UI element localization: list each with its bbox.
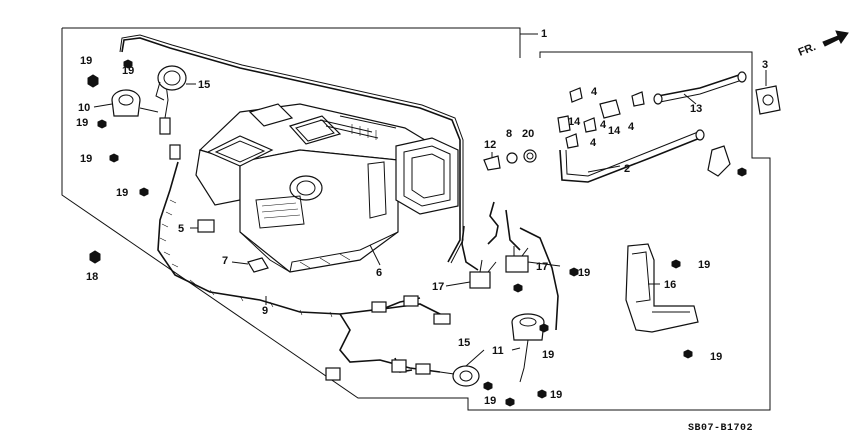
diagram-code: SB07-B1702 bbox=[688, 423, 753, 434]
vacuum-motor-10 bbox=[111, 89, 159, 117]
screw-icon bbox=[139, 187, 149, 197]
screw-icon bbox=[483, 381, 493, 391]
control-motor-15-upper bbox=[155, 65, 187, 101]
vacuum-hose-middle bbox=[487, 201, 559, 331]
callout-19c: 19 bbox=[76, 117, 88, 129]
bracket-right bbox=[707, 145, 731, 177]
callout-5: 5 bbox=[178, 223, 184, 235]
duct-16 bbox=[625, 243, 699, 333]
screw-icon bbox=[569, 267, 579, 277]
callout-1: 1 bbox=[541, 28, 547, 40]
callout-19e: 19 bbox=[116, 187, 128, 199]
callout-3: 3 bbox=[762, 59, 768, 71]
screw-icon bbox=[97, 119, 107, 129]
vacuum-motor-11 bbox=[511, 313, 545, 383]
callout-20: 20 bbox=[522, 128, 534, 140]
front-arrow-icon bbox=[822, 30, 849, 47]
callout-14a: 14 bbox=[568, 116, 581, 128]
screw-icon bbox=[683, 349, 693, 359]
callout-4d: 4 bbox=[628, 121, 635, 133]
solenoid-valve-17-right bbox=[505, 246, 529, 273]
callout-19d: 19 bbox=[80, 153, 92, 165]
callout-4b: 4 bbox=[600, 119, 607, 131]
wire-harness bbox=[157, 83, 451, 381]
heater-unit-housing bbox=[195, 103, 459, 273]
vacuum-hose-1-inner bbox=[119, 34, 464, 264]
callout-labels: 1 2 3 4 4 4 4 5 6 7 8 9 10 11 12 13 14 1… bbox=[76, 28, 768, 407]
callout-17b: 17 bbox=[536, 261, 548, 273]
hose-clamps-4 bbox=[565, 87, 645, 149]
screw-icon bbox=[671, 259, 681, 269]
screw-icons bbox=[87, 59, 747, 407]
screw-icon bbox=[537, 389, 547, 399]
grommet-3 bbox=[755, 85, 781, 115]
callout-16: 16 bbox=[664, 279, 676, 291]
callout-15a: 15 bbox=[198, 79, 210, 91]
callout-6: 6 bbox=[376, 267, 382, 279]
grommet-20 bbox=[523, 149, 537, 163]
screw-icon bbox=[737, 167, 747, 177]
water-pipe-2 bbox=[559, 129, 705, 183]
callout-19k: 19 bbox=[578, 267, 590, 279]
clip-5 bbox=[197, 219, 215, 233]
clip-7 bbox=[247, 257, 269, 273]
callout-8: 8 bbox=[506, 128, 512, 140]
screw-icon bbox=[89, 250, 101, 264]
callout-17a: 17 bbox=[432, 281, 444, 293]
leader-lines bbox=[93, 70, 767, 367]
callout-2: 2 bbox=[624, 163, 630, 175]
callout-19h: 19 bbox=[542, 349, 554, 361]
callout-19f: 19 bbox=[698, 259, 710, 271]
vacuum-hose-1 bbox=[121, 37, 461, 263]
callout-19b: 19 bbox=[122, 65, 134, 77]
callout-4a: 4 bbox=[591, 86, 598, 98]
callout-19j: 19 bbox=[484, 395, 496, 407]
front-direction-indicator: FR. bbox=[797, 30, 849, 59]
callout-11: 11 bbox=[492, 345, 504, 357]
front-direction-label: FR. bbox=[797, 41, 818, 59]
callout-7: 7 bbox=[222, 255, 228, 267]
screw-icon bbox=[539, 323, 549, 333]
callout-19a: 19 bbox=[80, 55, 92, 67]
screw-icon bbox=[513, 283, 523, 293]
callout-14b: 14 bbox=[608, 125, 621, 137]
callout-12: 12 bbox=[484, 139, 496, 151]
callout-9: 9 bbox=[262, 305, 268, 317]
solenoid-valve-17-left bbox=[469, 259, 497, 289]
screw-icon bbox=[505, 397, 515, 407]
screw-icon bbox=[87, 74, 99, 88]
assembly-boundary bbox=[61, 27, 771, 411]
callout-19g: 19 bbox=[710, 351, 722, 363]
washer-8 bbox=[506, 152, 518, 164]
callout-15b: 15 bbox=[458, 337, 470, 349]
callout-18: 18 bbox=[86, 271, 98, 283]
callout-19i: 19 bbox=[550, 389, 562, 401]
bracket-12 bbox=[483, 155, 501, 171]
hose-joints-14 bbox=[557, 99, 621, 133]
callout-13: 13 bbox=[690, 103, 702, 115]
callout-10: 10 bbox=[78, 102, 90, 114]
screw-icon bbox=[109, 153, 119, 163]
screw-icon bbox=[123, 59, 133, 69]
water-hose-13 bbox=[653, 71, 747, 105]
control-motor-15-lower bbox=[439, 365, 480, 387]
callout-4c: 4 bbox=[590, 137, 597, 149]
